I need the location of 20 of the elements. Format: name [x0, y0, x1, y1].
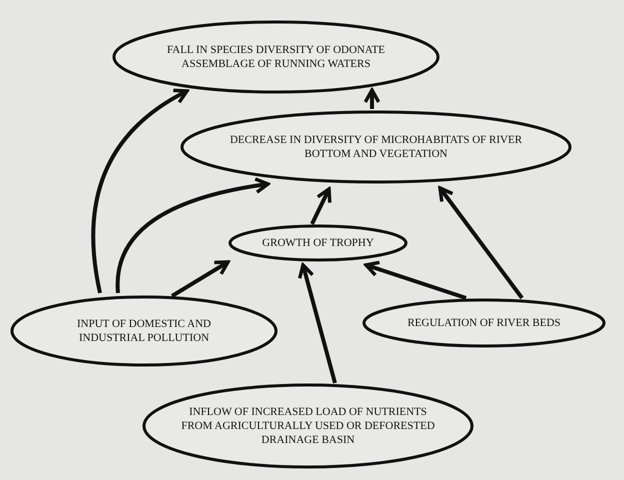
- arrow: [364, 260, 467, 300]
- arrow: [438, 186, 524, 300]
- ellipse-node: [112, 20, 440, 94]
- arrow: [170, 260, 230, 298]
- arrow: [91, 89, 189, 294]
- node-label: FALL IN SPECIES DIVERSITY OF ODONATE ASSEMBLAGE OF RUNNING WATERS: [166, 43, 386, 71]
- ellipse-node: [142, 383, 474, 469]
- ellipse-node: [228, 224, 408, 262]
- node-label: INPUT OF DOMESTIC AND INDUSTRIAL POLLUTION: [76, 317, 212, 345]
- ellipse-node: [180, 110, 572, 184]
- node-label: DECREASE IN DIVERSITY OF MICROHABITATS OF RIVER BOTTOM AND VEGETATION: [228, 133, 524, 161]
- arrow: [310, 187, 332, 225]
- arrow: [116, 178, 270, 294]
- ellipse-node: [10, 295, 278, 367]
- node-label: REGULATION OF RIVER BEDS: [407, 316, 561, 330]
- node-label: GROWTH OF TROPHY: [262, 236, 374, 250]
- arrow: [364, 88, 380, 109]
- node-label: INFLOW OF INCREASED LOAD OF NUTRIENTS FROM AGRICULTURALLY USED OR DEFORESTED DRAINAGE BASIN: [180, 405, 436, 447]
- arrow: [298, 263, 337, 384]
- ellipse-node: [362, 298, 606, 348]
